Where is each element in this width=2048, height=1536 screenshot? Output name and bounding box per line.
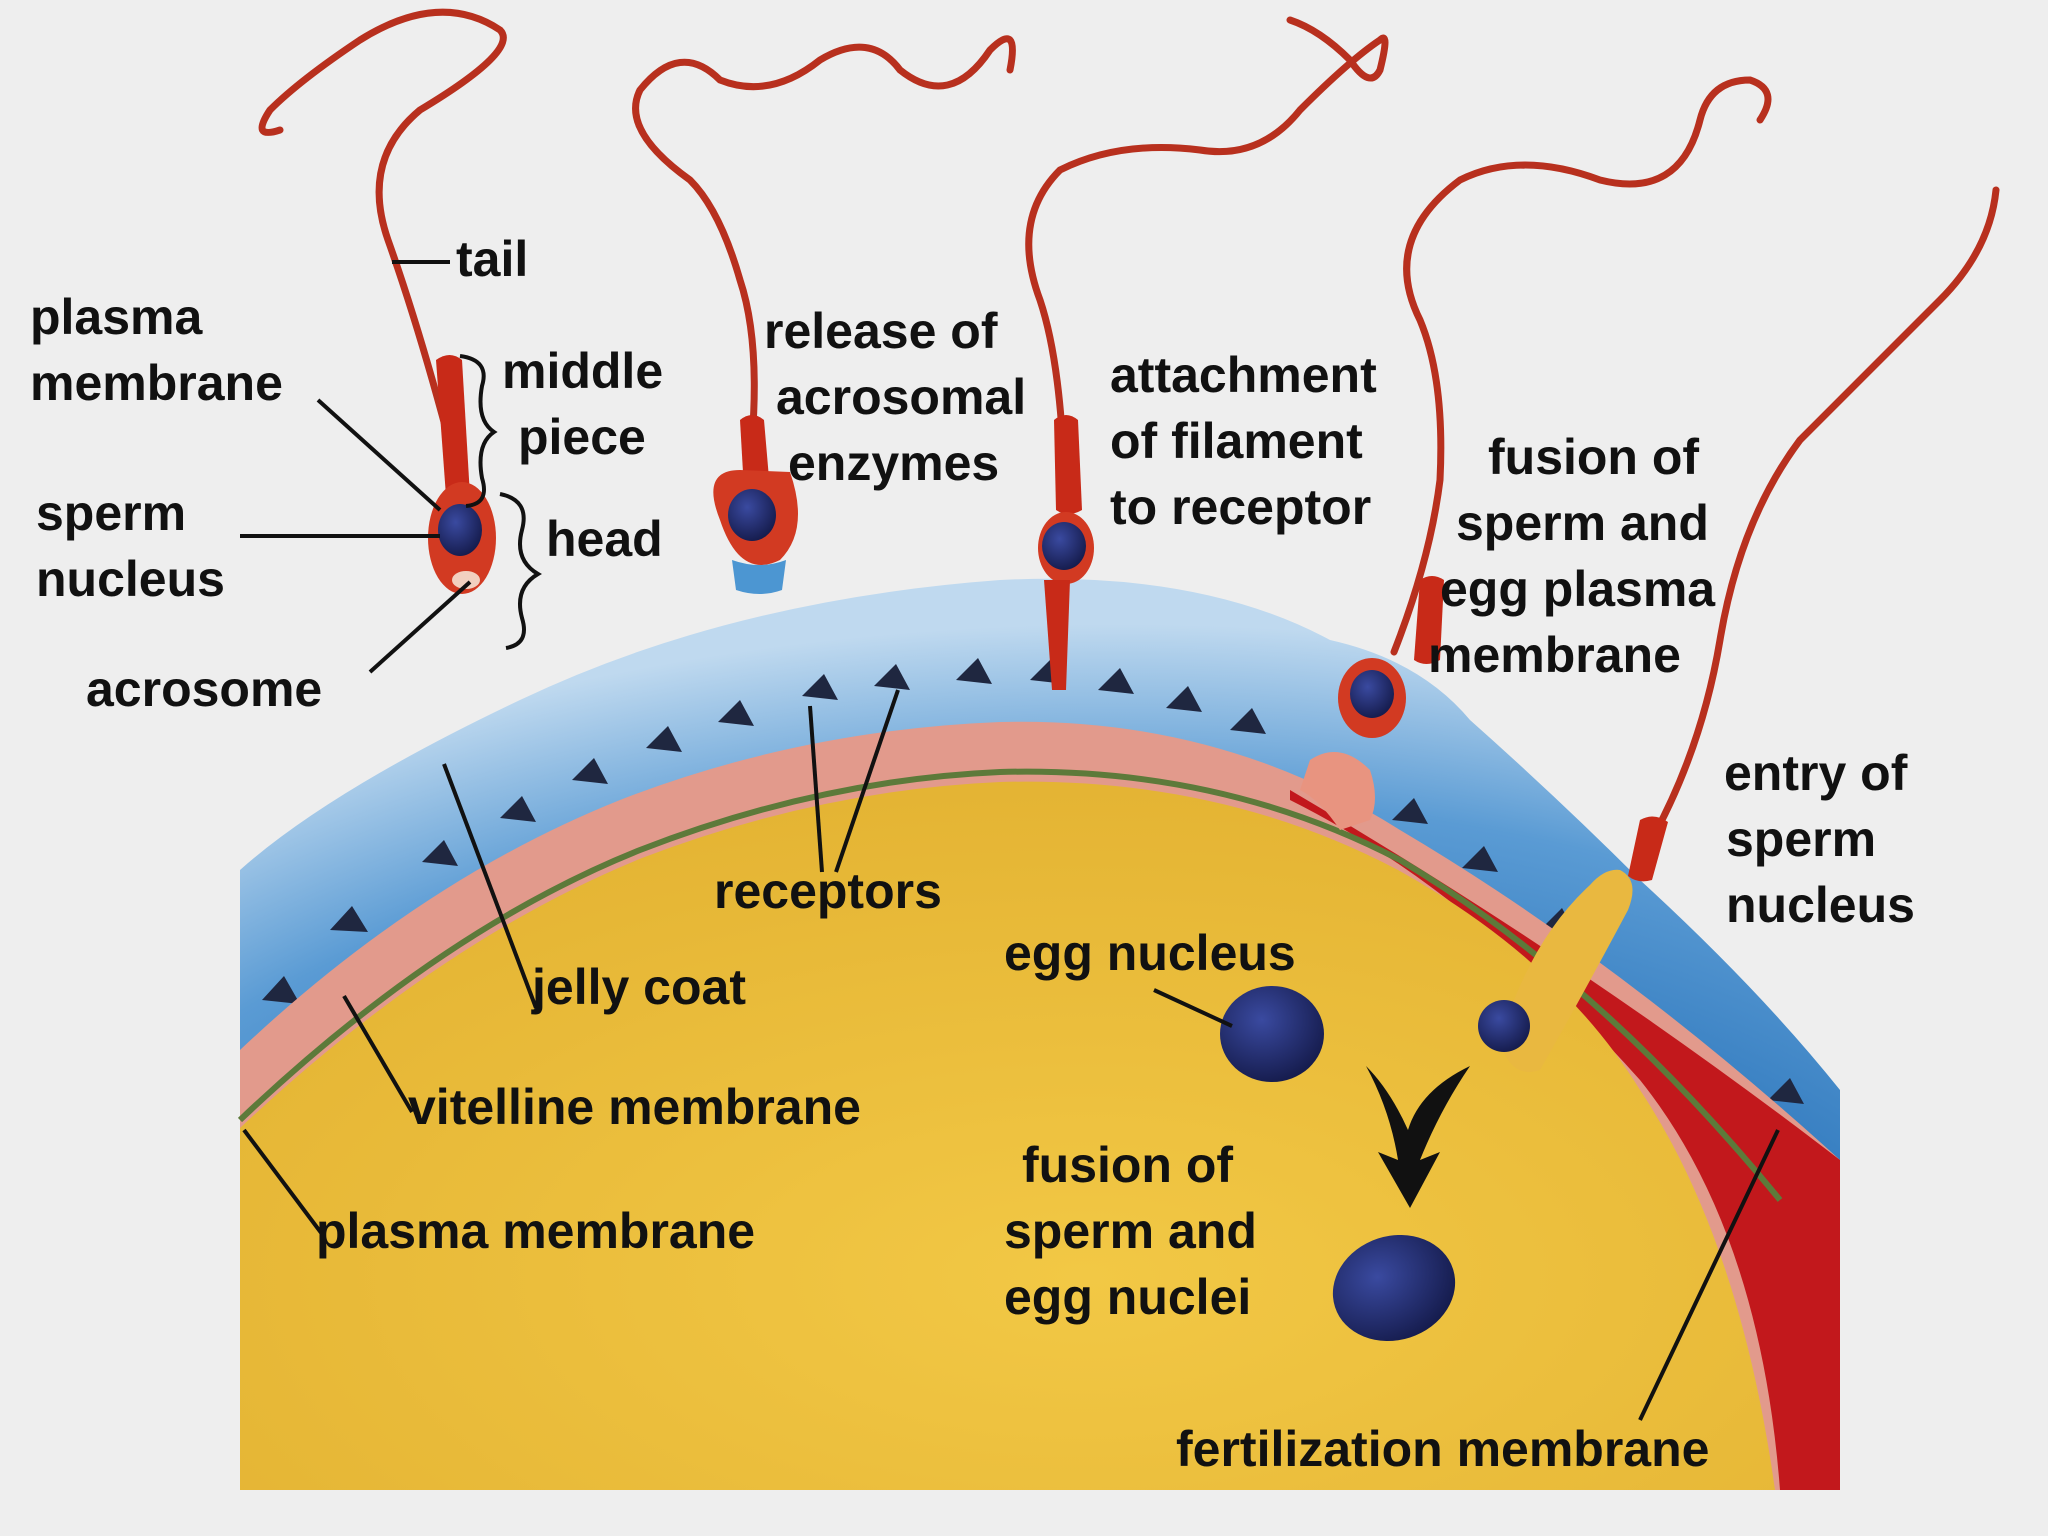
sperm-anatomy xyxy=(258,8,507,594)
sperm-middle-piece xyxy=(1628,816,1668,882)
label-receptors: receptors xyxy=(714,863,942,919)
label-jelly-coat: jelly coat xyxy=(531,959,746,1015)
fused-nucleus xyxy=(1332,1234,1456,1342)
entering-sperm-nucleus xyxy=(1478,1000,1530,1052)
leader-receptor-b xyxy=(834,689,900,873)
sperm-tail xyxy=(1390,76,1772,656)
leader-acrosome xyxy=(368,580,472,674)
sperm-head-nucleus xyxy=(438,504,482,556)
leader-vitelline-membrane xyxy=(342,994,414,1114)
sperm-middle-piece xyxy=(436,355,470,501)
membrane-fusion-bridge xyxy=(1300,752,1375,830)
leader-lines xyxy=(240,260,1780,1421)
egg-cell xyxy=(237,578,1840,1490)
label-attachment-filament: attachment of filament to receptor xyxy=(1110,347,1391,535)
sperm-tail xyxy=(632,35,1016,444)
receptor xyxy=(1462,846,1498,872)
label-acrosome: acrosome xyxy=(86,661,322,717)
receptor xyxy=(1098,668,1134,694)
receptor xyxy=(1392,798,1428,824)
receptor xyxy=(1166,686,1202,712)
labels: tail plasma membrane middle piece sperm … xyxy=(30,231,1921,1477)
leader-plasma-membrane-sperm xyxy=(316,398,442,512)
label-fusion-membranes: fusion of sperm and egg plasma membrane xyxy=(1428,429,1729,683)
label-middle-piece: middle piece xyxy=(502,343,677,465)
receptor xyxy=(262,976,300,1004)
sperm-tail xyxy=(1025,16,1389,474)
receptor xyxy=(422,840,458,866)
receptor xyxy=(956,658,992,684)
leader-jelly-coat xyxy=(442,763,538,1009)
sperm-tail xyxy=(1636,186,2000,864)
leader-plasma-membrane-egg xyxy=(242,1128,324,1236)
receptor xyxy=(330,906,368,932)
leader-fertilization-membrane xyxy=(1638,1129,1780,1421)
sperm-entry xyxy=(1628,186,2000,882)
receptor xyxy=(1230,708,1266,734)
label-entry-nucleus: entry of sperm nucleus xyxy=(1724,745,1921,933)
leader-receptor-a xyxy=(808,705,824,873)
fertilization-cone xyxy=(1500,869,1633,1072)
sperm-fusion xyxy=(1300,76,1772,830)
label-plasma-membrane-sperm: plasma membrane xyxy=(30,289,283,411)
fusion-arrow xyxy=(1366,1066,1470,1208)
sperm-tail xyxy=(258,8,507,456)
receptor xyxy=(718,700,754,726)
label-tail: tail xyxy=(456,231,528,287)
label-vitelline-membrane: vitelline membrane xyxy=(408,1079,861,1135)
sperm-head-nucleus xyxy=(1042,522,1086,570)
receptor-row xyxy=(262,658,1804,1104)
receptor xyxy=(874,664,910,690)
receptor xyxy=(572,758,608,784)
sperm-head-nucleus xyxy=(1350,670,1394,718)
sperm-acrosome xyxy=(452,571,480,589)
label-fertilization-membrane: fertilization membrane xyxy=(1176,1421,1709,1477)
label-fusion-nuclei: fusion of sperm and egg nuclei xyxy=(1004,1137,1271,1325)
leader-egg-nucleus xyxy=(1153,988,1233,1028)
label-egg-nucleus: egg nucleus xyxy=(1004,925,1296,981)
sperm-head-nucleus xyxy=(728,489,776,541)
egg-nucleus xyxy=(1220,986,1324,1082)
receptor xyxy=(500,796,536,822)
brace-middle-piece xyxy=(459,354,498,508)
sperm-middle-piece xyxy=(1414,576,1444,664)
label-head: head xyxy=(546,511,663,567)
sperm-middle-piece xyxy=(1054,415,1082,514)
sperm-release xyxy=(632,35,1016,594)
label-release-enzymes: release of acrosomal enzymes xyxy=(764,303,1040,491)
brace-head xyxy=(499,492,542,650)
receptor xyxy=(802,674,838,700)
receptor xyxy=(1768,1078,1804,1104)
sperm-attachment xyxy=(1025,16,1389,690)
receptor xyxy=(646,726,682,752)
acrosomal-filament xyxy=(1044,580,1070,690)
label-plasma-membrane-egg: plasma membrane xyxy=(316,1203,755,1259)
enzyme-stalk xyxy=(732,560,786,594)
label-sperm-nucleus: sperm nucleus xyxy=(36,485,225,607)
